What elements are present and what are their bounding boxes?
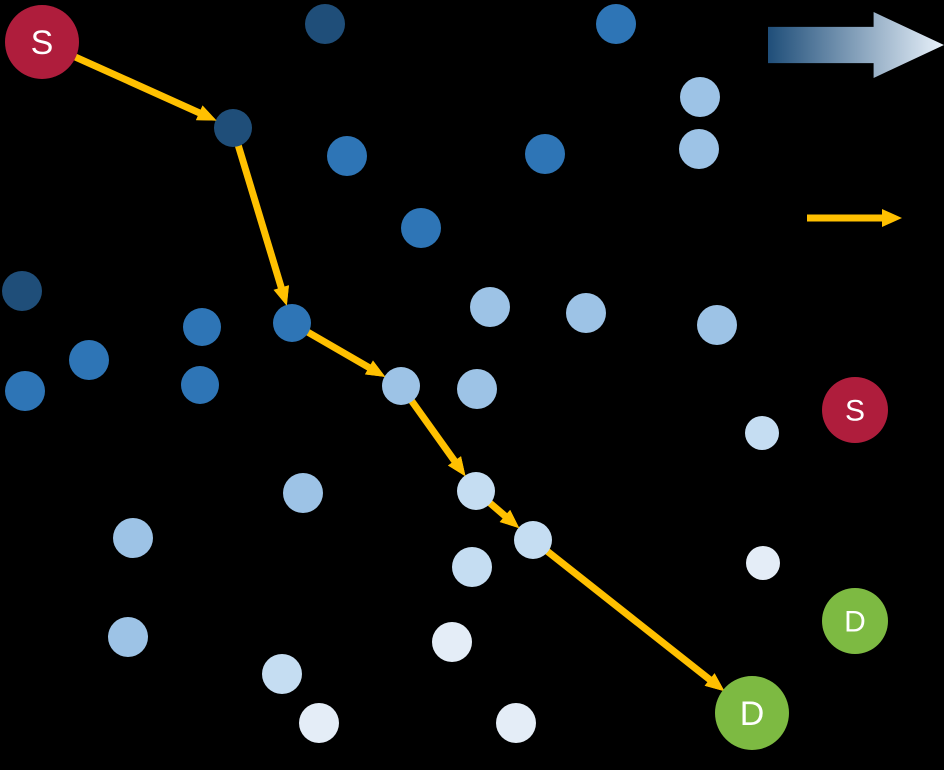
- path-direction-arrow-icon: [807, 209, 902, 227]
- background-node: [679, 129, 719, 169]
- background-node: [299, 703, 339, 743]
- path-arrowhead: [364, 360, 386, 377]
- legend-marker-label: D: [844, 606, 866, 639]
- path-node[interactable]: [214, 109, 252, 147]
- background-node: [746, 546, 780, 580]
- legend-arrowhead: [882, 209, 902, 227]
- background-node: [2, 271, 42, 311]
- background-node: [113, 518, 153, 558]
- path-node[interactable]: [514, 521, 552, 559]
- background-node: [496, 703, 536, 743]
- background-node: [305, 4, 345, 44]
- background-node: [566, 293, 606, 333]
- background-node: [283, 473, 323, 513]
- background-node: [262, 654, 302, 694]
- path-segment-line: [73, 53, 204, 118]
- destination-node-label: D: [740, 695, 765, 733]
- arrowhead-overlay: [195, 105, 725, 692]
- path-arrowhead: [499, 509, 520, 529]
- background-node: [108, 617, 148, 657]
- legend: SD: [768, 12, 944, 654]
- path-arrowhead: [195, 105, 217, 121]
- source-node-circle[interactable]: [5, 5, 79, 79]
- path-node-group: [214, 109, 552, 559]
- destination-node[interactable]: D: [715, 676, 789, 750]
- path-node[interactable]: [273, 304, 311, 342]
- path-segment-line: [408, 398, 460, 466]
- background-node: [457, 369, 497, 409]
- path-arrowhead: [447, 456, 466, 477]
- path-segment-line: [544, 548, 715, 685]
- legend-marker-label: S: [845, 395, 865, 428]
- legend-marker-group: SD: [822, 377, 888, 654]
- legend-marker-destination[interactable]: D: [822, 588, 888, 654]
- background-node: [183, 308, 221, 346]
- path-arrowhead: [273, 285, 289, 306]
- source-node[interactable]: S: [5, 5, 79, 79]
- background-node: [525, 134, 565, 174]
- background-node: [432, 622, 472, 662]
- background-node: [327, 136, 367, 176]
- path-arrowhead: [704, 673, 725, 692]
- background-node: [452, 547, 492, 587]
- path-segment-line: [234, 144, 286, 292]
- background-node: [470, 287, 510, 327]
- background-node: [697, 305, 737, 345]
- background-node-cluster: [2, 4, 780, 743]
- legend-marker-circle[interactable]: [822, 377, 888, 443]
- legend-marker-circle[interactable]: [822, 588, 888, 654]
- path-node[interactable]: [382, 367, 420, 405]
- background-node: [69, 340, 109, 380]
- background-node: [181, 366, 219, 404]
- legend-marker-source[interactable]: S: [822, 377, 888, 443]
- path-segment-line: [305, 328, 374, 373]
- background-node: [745, 416, 779, 450]
- source-node-label: S: [31, 24, 54, 62]
- density-gradient-arrow-icon: [768, 12, 944, 78]
- background-node: [5, 371, 45, 411]
- background-node: [596, 4, 636, 44]
- destination-node-circle[interactable]: [715, 676, 789, 750]
- background-node: [401, 208, 441, 248]
- path-node[interactable]: [457, 472, 495, 510]
- path-segment-line: [487, 500, 510, 521]
- background-node: [680, 77, 720, 117]
